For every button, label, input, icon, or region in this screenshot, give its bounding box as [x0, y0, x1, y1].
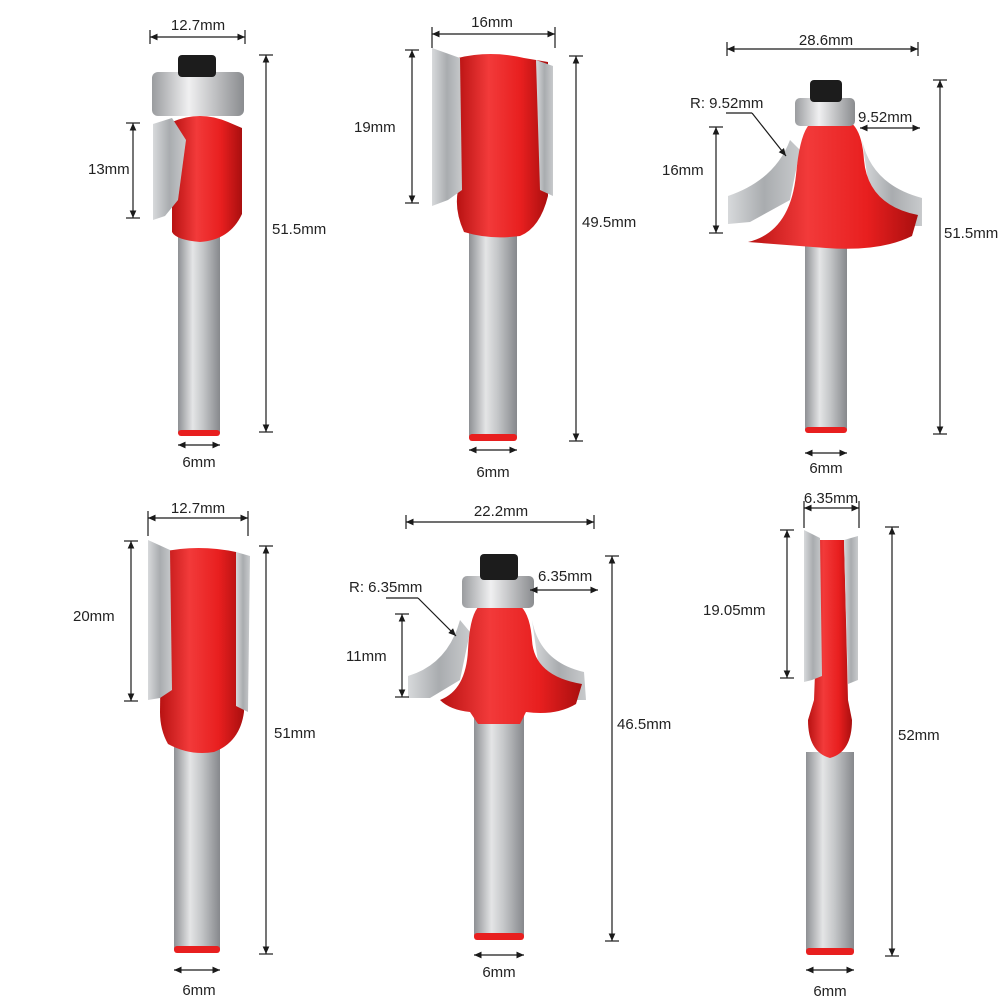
cut-height-label: 19.05mm	[703, 602, 766, 619]
shank-label: 6mm	[182, 982, 215, 999]
bit-round-over-small	[408, 554, 586, 940]
width-label: 28.6mm	[799, 32, 853, 49]
blade-back	[236, 552, 250, 712]
cutter-body	[440, 604, 582, 724]
radius-arrow	[417, 597, 457, 637]
shank	[474, 710, 524, 937]
radius-label: R: 9.52mm	[690, 95, 763, 112]
shank-label: 6mm	[482, 964, 515, 981]
blade	[728, 140, 800, 224]
radius-arrow	[751, 112, 787, 157]
cut-height-label: 13mm	[88, 161, 130, 178]
cut-height-label: 19mm	[354, 119, 396, 136]
width-label: 16mm	[471, 14, 513, 31]
shank-label: 6mm	[476, 464, 509, 481]
bearing	[462, 576, 534, 608]
width-label: 12.7mm	[171, 17, 225, 34]
total-length-label: 51.5mm	[944, 225, 998, 242]
shank	[806, 752, 854, 952]
bit-straight-16	[432, 48, 553, 441]
cutter-body	[748, 122, 918, 249]
shank	[174, 744, 220, 950]
blade-back	[844, 536, 858, 684]
bit-straight-narrow	[804, 530, 858, 955]
shank-tip	[469, 434, 517, 441]
total-length-label: 49.5mm	[582, 214, 636, 231]
total-length-label: 51mm	[274, 725, 316, 742]
shank-tip	[474, 933, 524, 940]
offset-label: 9.52mm	[858, 109, 912, 126]
bearing-bolt	[178, 55, 216, 77]
total-length-label: 46.5mm	[617, 716, 671, 733]
total-length-label: 51.5mm	[272, 221, 326, 238]
blade	[408, 620, 470, 698]
shank	[469, 222, 517, 437]
bearing	[152, 72, 244, 116]
shank	[805, 238, 847, 430]
bearing-bolt	[810, 80, 842, 102]
offset-label: 6.35mm	[538, 568, 592, 585]
shank-tip	[178, 430, 220, 436]
blade	[153, 118, 186, 220]
bearing-bolt	[480, 554, 518, 580]
shank	[178, 228, 220, 433]
blade	[432, 48, 462, 206]
cutter-body	[172, 116, 242, 242]
blade-right	[862, 140, 922, 226]
bit-round-over-large	[728, 80, 922, 433]
width-label: 12.7mm	[171, 500, 225, 517]
width-label: 22.2mm	[474, 503, 528, 520]
bearing	[795, 98, 855, 126]
shank-label: 6mm	[813, 983, 846, 1000]
cut-height-label: 11mm	[346, 648, 387, 665]
shank-label: 6mm	[809, 460, 842, 477]
width-label: 6.35mm	[804, 490, 858, 507]
shank-tip	[806, 948, 854, 955]
cutter-body	[160, 548, 244, 753]
cut-height-label: 20mm	[73, 608, 115, 625]
blade	[148, 540, 172, 700]
blade	[804, 530, 822, 682]
total-length-label: 52mm	[898, 727, 940, 744]
radius-label: R: 6.35mm	[349, 579, 422, 596]
bit-straight-12	[148, 540, 250, 953]
shank-label: 6mm	[182, 454, 215, 471]
cut-height-label: 16mm	[662, 162, 704, 179]
cutter-body	[456, 54, 548, 238]
shank-tip	[174, 946, 220, 953]
shank-tip	[805, 427, 847, 433]
blade-back	[536, 60, 553, 196]
bit-flush-trim	[152, 55, 244, 436]
